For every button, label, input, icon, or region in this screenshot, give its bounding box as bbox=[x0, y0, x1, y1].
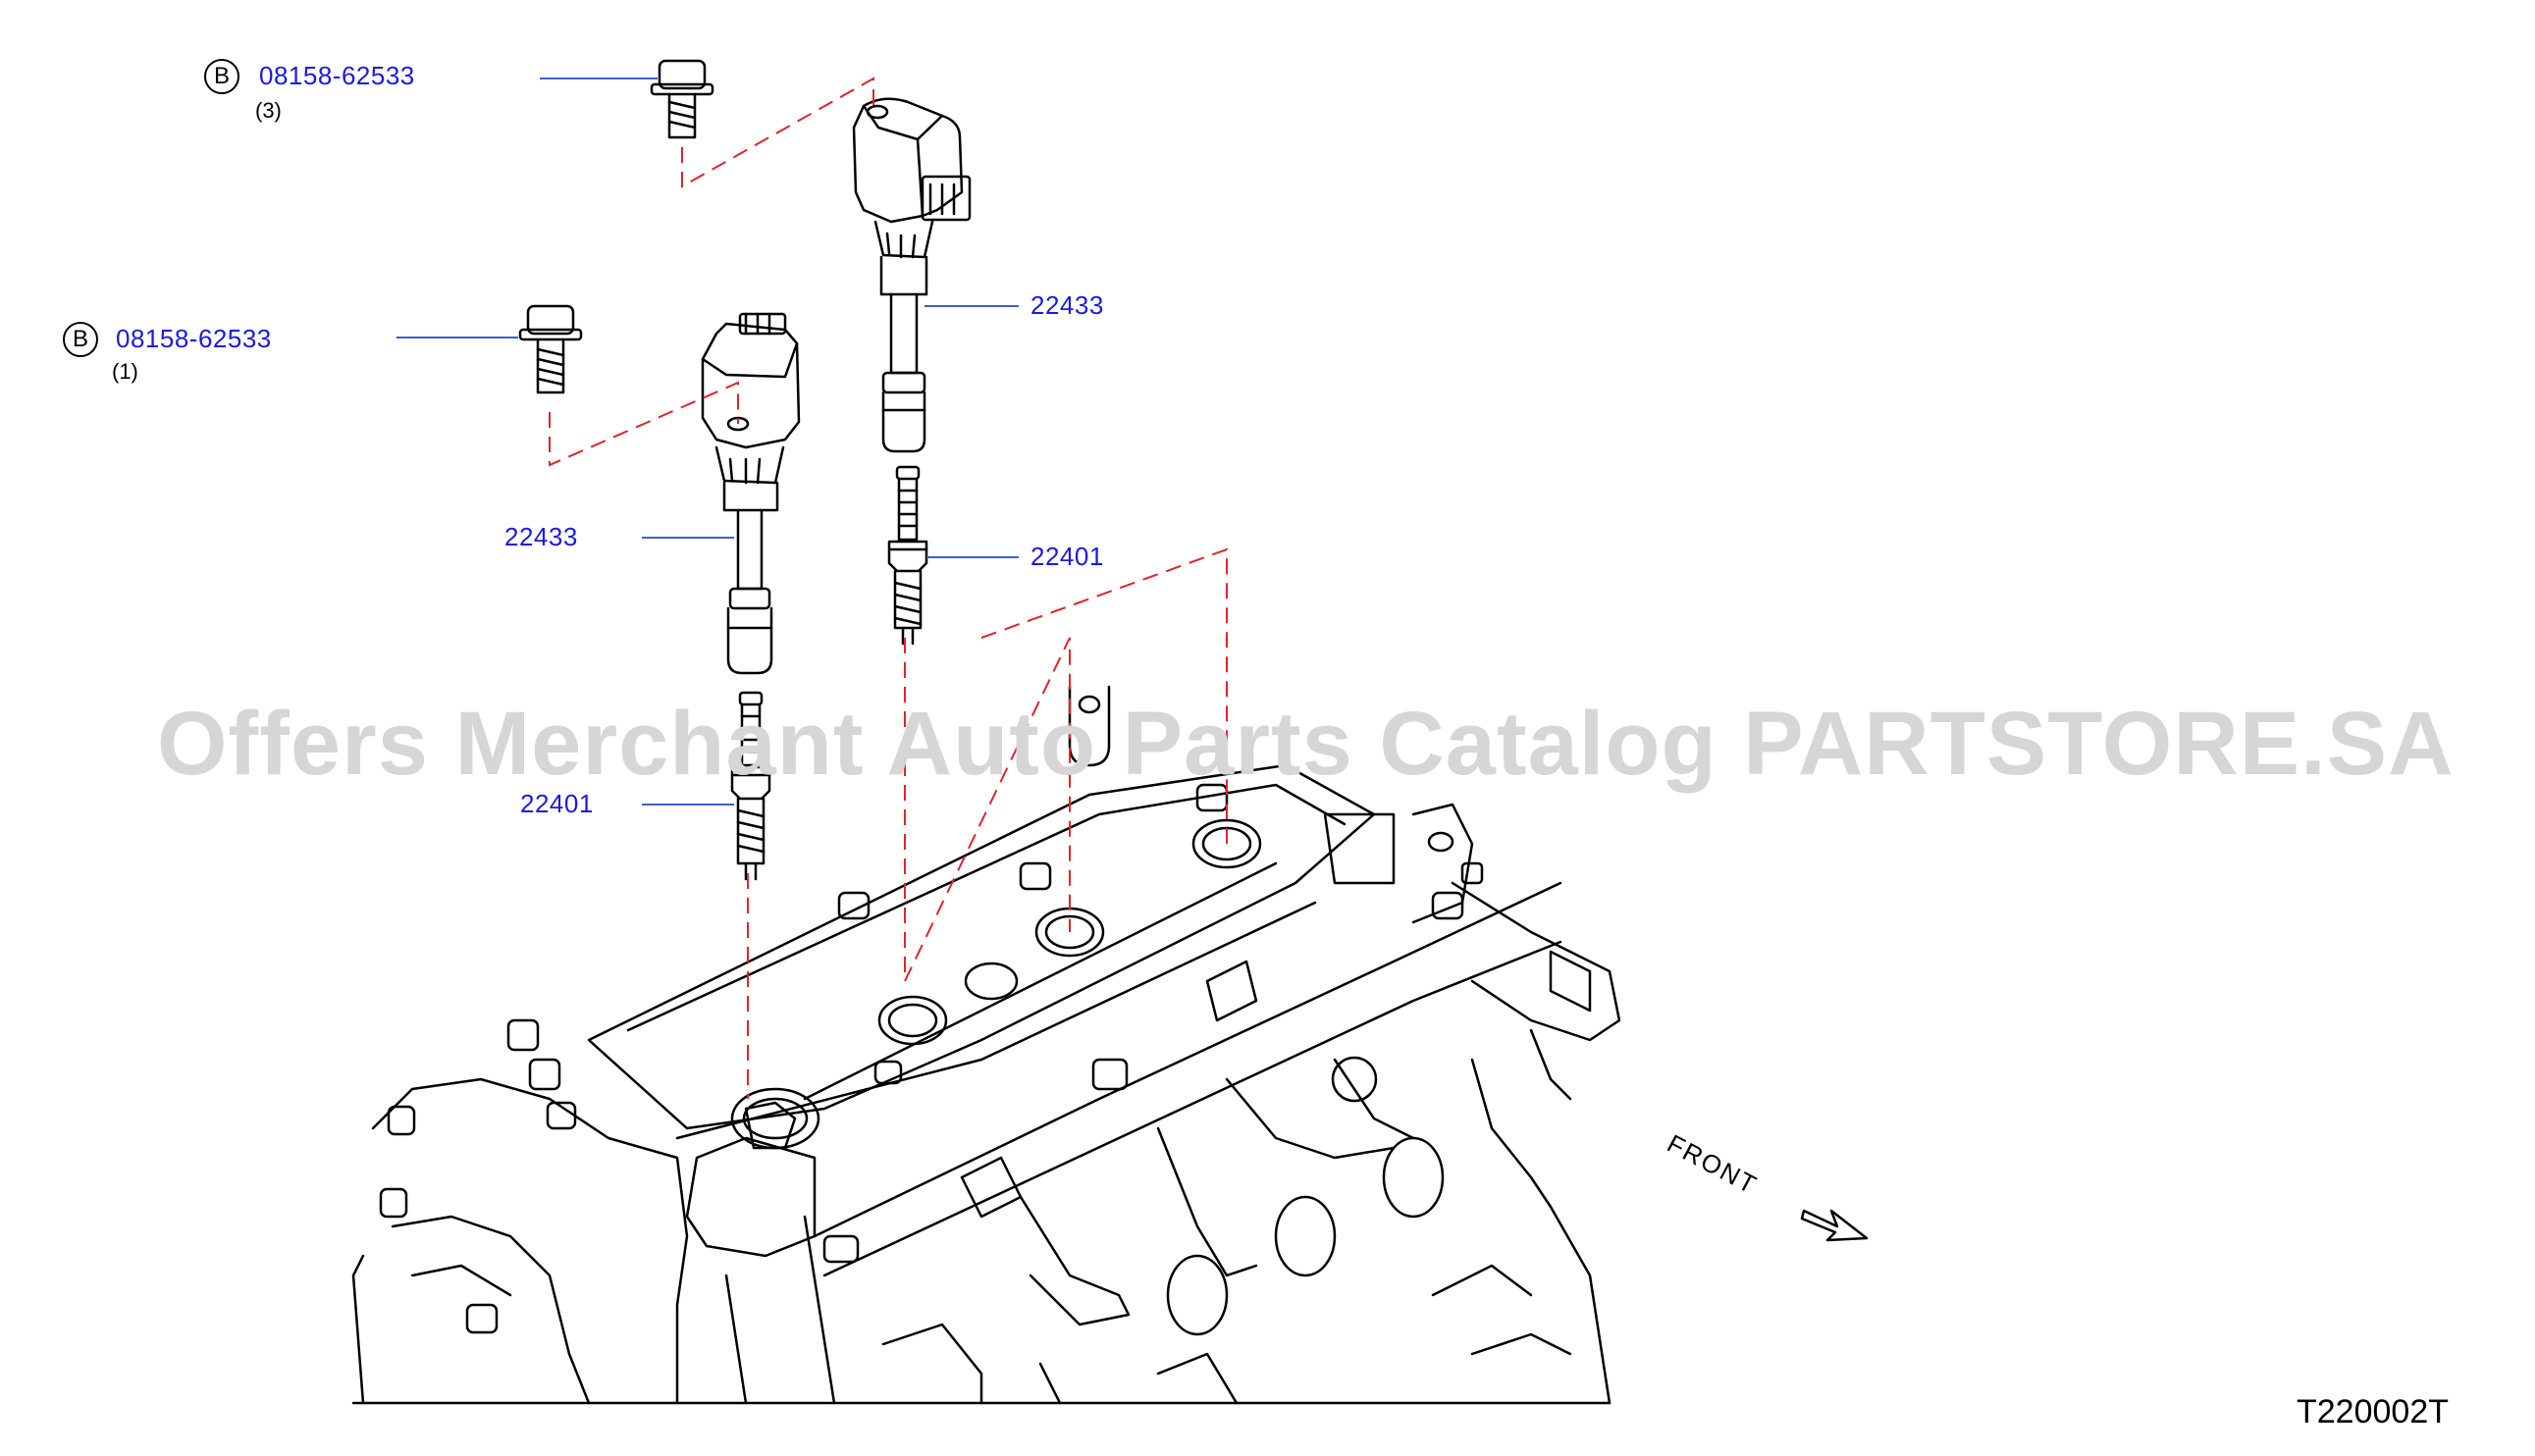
leader-lines bbox=[396, 78, 1019, 806]
ignition-coil-right bbox=[852, 97, 972, 453]
ignition-coil-left bbox=[701, 312, 801, 675]
bolt-upper-part-number[interactable]: 08158-62533 bbox=[259, 61, 415, 90]
diagram-code: T220002T bbox=[2297, 1393, 2449, 1430]
plug-right-part-number[interactable]: 22401 bbox=[1030, 542, 1104, 571]
bolt-upper bbox=[650, 59, 714, 139]
guide-lines bbox=[549, 77, 1228, 1099]
bolt-lower bbox=[518, 304, 583, 394]
spark-plug-left bbox=[730, 691, 771, 881]
bolt-upper-badge: B bbox=[204, 59, 239, 94]
bolt-lower-qty: (1) bbox=[112, 359, 138, 384]
front-arrow-icon bbox=[1800, 1209, 1869, 1242]
coil-left-part-number[interactable]: 22433 bbox=[504, 522, 578, 551]
plug-left-part-number[interactable]: 22401 bbox=[520, 789, 594, 818]
bolt-lower-badge: B bbox=[63, 322, 98, 357]
spark-plug-right bbox=[887, 465, 928, 646]
bolt-lower-part-number[interactable]: 08158-62533 bbox=[116, 324, 272, 353]
engine-head bbox=[351, 685, 1621, 1405]
bolt-upper-qty: (3) bbox=[255, 98, 282, 123]
coil-right-part-number[interactable]: 22433 bbox=[1030, 290, 1104, 320]
